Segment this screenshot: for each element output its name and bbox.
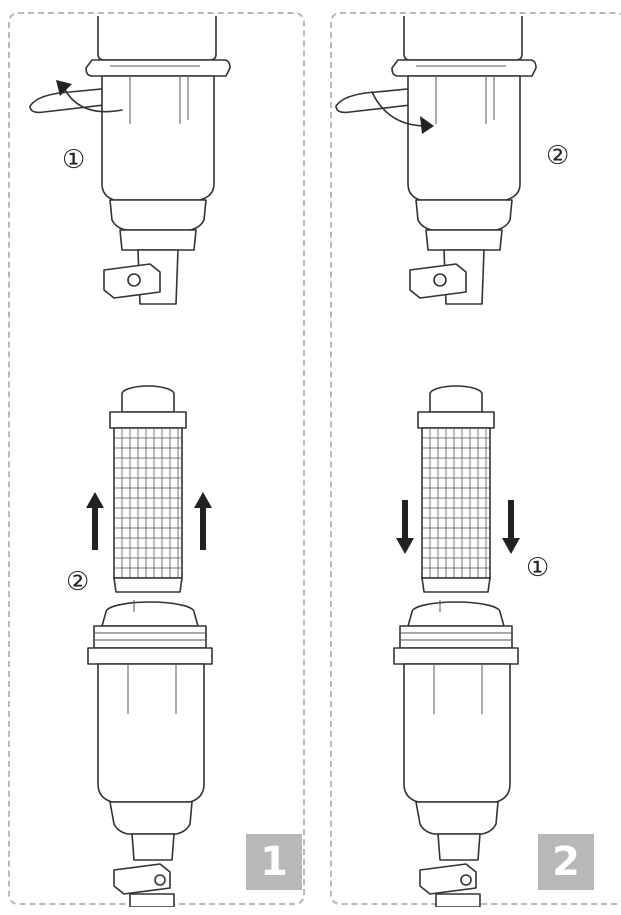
step-number-badge: 1 (246, 834, 302, 890)
step-1-panel: ① (8, 12, 305, 907)
arrow-counterclockwise-icon (56, 80, 123, 113)
step-number-badge: 2 (538, 834, 594, 890)
filter-bowl (393, 600, 519, 907)
filter-cartridge (417, 385, 495, 593)
filter-housing-top (29, 16, 231, 305)
step-2-panel: ② (330, 12, 621, 907)
step-2-illustration: ② (335, 16, 569, 907)
filter-cartridge (109, 385, 187, 593)
step-1-marker-bottom: ② (66, 567, 89, 597)
arrow-clockwise-icon (371, 91, 434, 134)
arrow-down-icon (502, 500, 520, 554)
step-1-marker-top: ① (62, 145, 85, 175)
arrow-up-icon (86, 492, 104, 550)
step-1-illustration: ① (29, 16, 231, 907)
step-2-marker-top: ② (546, 141, 569, 171)
step-2-marker-bottom: ① (526, 553, 549, 583)
filter-housing-top (335, 16, 537, 305)
filter-mesh (114, 428, 182, 578)
filter-bowl (87, 600, 213, 907)
filter-mesh (422, 428, 490, 578)
arrow-down-icon (396, 500, 414, 554)
arrow-up-icon (194, 492, 212, 550)
